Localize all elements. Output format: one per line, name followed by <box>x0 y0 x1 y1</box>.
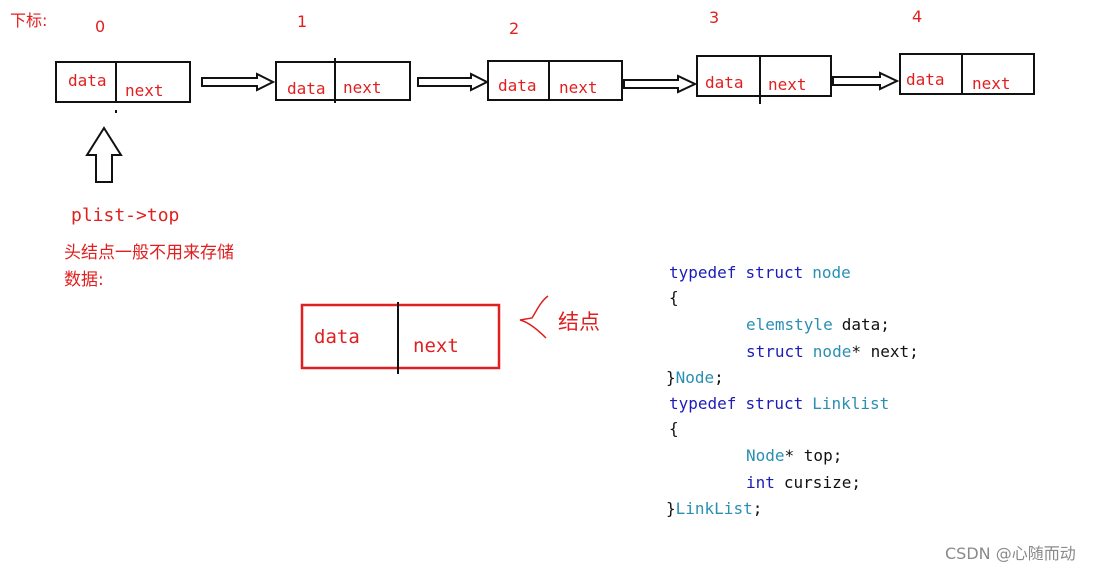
node-index-4: 4 <box>912 7 922 26</box>
pointer-tip-mark <box>115 110 117 113</box>
node-next-field: next <box>343 78 382 97</box>
list-node-2: data next <box>487 60 623 101</box>
node-next-field: next <box>559 78 598 97</box>
code-line-5: }Node; <box>666 368 724 387</box>
node-data-field: data <box>498 76 537 95</box>
node-data-field: data <box>68 71 107 90</box>
list-node-4: data next <box>899 53 1035 95</box>
index-label: 下标: <box>10 11 47 30</box>
head-note-line-1: 头结点一般不用来存储 <box>64 243 234 263</box>
next-arrow-icon <box>623 74 698 94</box>
code-line-7: { <box>669 419 679 438</box>
node-indices: 0 1 2 3 4 <box>95 7 922 38</box>
up-arrow-icon <box>85 126 123 183</box>
watermark: CSDN @心随而动 <box>945 544 1076 563</box>
node-box <box>899 53 1035 95</box>
node-index-1: 1 <box>297 12 307 31</box>
legend-data-field: data <box>314 326 360 348</box>
node-index-3: 3 <box>709 8 719 27</box>
code-line-8: Node* top; <box>746 446 842 465</box>
next-arrow-icon <box>832 71 900 91</box>
next-arrow-icon <box>201 72 276 92</box>
code-line-10: }LinkList; <box>666 499 762 518</box>
legend-node-label: 结点 <box>558 310 600 334</box>
head-note-line-2: 数据: <box>64 270 104 290</box>
node-data-field: data <box>705 73 744 92</box>
node-next-field: next <box>768 75 807 94</box>
node-box <box>55 61 191 103</box>
node-box <box>696 55 832 97</box>
node-data-field: data <box>287 79 326 98</box>
node-box <box>275 61 411 101</box>
legend-node-box <box>300 303 501 370</box>
node-index-2: 2 <box>509 19 519 38</box>
code-line-2: { <box>669 288 679 307</box>
legend-next-field: next <box>413 335 459 357</box>
node-data-field: data <box>906 70 945 89</box>
bracket-mark-icon <box>519 295 549 339</box>
next-arrows <box>201 71 900 94</box>
node-box <box>487 60 623 101</box>
pointer-label: plist->top <box>71 205 179 226</box>
legend-node: data next <box>300 302 501 374</box>
list-node-0: data next <box>55 61 191 103</box>
next-arrow-icon <box>417 72 490 92</box>
list-node-1: data next <box>275 58 411 103</box>
list-node-3: data next <box>696 55 832 104</box>
node-next-field: next <box>125 81 164 100</box>
node-next-field: next <box>972 74 1011 93</box>
node-index-0: 0 <box>95 17 105 36</box>
